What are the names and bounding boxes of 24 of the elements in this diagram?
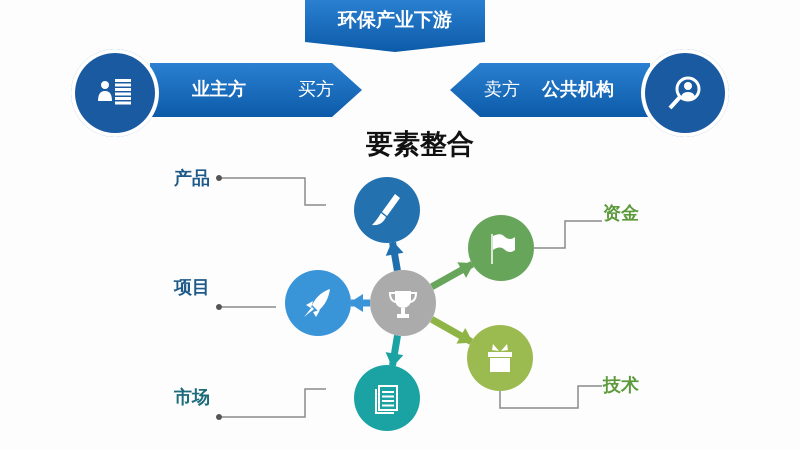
arrow (386, 334, 404, 368)
category-label: 项目 (174, 276, 210, 298)
party-name: 业主方 (192, 78, 246, 100)
banner-title: 环保产业下游 (338, 10, 452, 32)
category-label: 产品 (174, 167, 210, 189)
arrow (386, 240, 404, 272)
arrow (430, 261, 474, 290)
party-role: 买方 (298, 78, 334, 100)
category-label: 资金 (603, 202, 639, 224)
arrow-band (150, 63, 362, 117)
arrow (430, 316, 474, 345)
leader-line (216, 388, 326, 420)
category-label: 技术 (603, 374, 639, 396)
leader-line (499, 385, 602, 409)
party-role: 卖方 (484, 78, 520, 100)
banner (305, 0, 485, 52)
leader-line (534, 220, 602, 249)
leader-line (216, 175, 326, 206)
section-heading: 要素整合 (366, 128, 474, 160)
party-name: 公共机构 (542, 78, 614, 100)
leader-line (216, 304, 276, 310)
arrow-band (450, 63, 650, 117)
arrow (349, 294, 370, 312)
category-label: 市场 (174, 386, 210, 408)
